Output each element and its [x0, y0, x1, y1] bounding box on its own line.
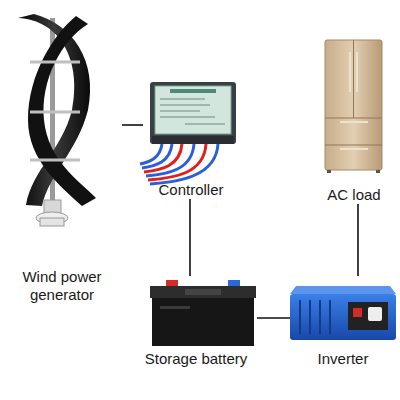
component-label: Inverter: [318, 350, 369, 368]
wind-turbine: [18, 14, 96, 226]
connection-wire: [357, 204, 359, 276]
component-node: AC load: [318, 36, 390, 204]
storage-battery: [150, 280, 256, 346]
image-area: [318, 36, 390, 186]
connection-wire: [122, 124, 143, 126]
component-label: AC load: [327, 186, 380, 204]
image-area: [2, 14, 122, 268]
image-area: [135, 276, 257, 350]
component-node: Inverter: [290, 276, 396, 368]
image-area: [290, 276, 396, 350]
component-node: Wind power generator: [2, 14, 122, 304]
component-label: Wind power generator: [2, 268, 122, 304]
refrigerator: [325, 40, 382, 173]
component-label: Storage battery: [145, 350, 248, 368]
component-node: Controller: [143, 78, 239, 199]
controller-unit: [140, 82, 236, 184]
connection-wire: [257, 317, 290, 319]
connection-wire: [189, 199, 191, 276]
image-area: [143, 78, 239, 181]
component-label: Controller: [158, 181, 223, 199]
inverter-unit: [290, 286, 396, 340]
component-node: Storage battery: [135, 276, 257, 368]
